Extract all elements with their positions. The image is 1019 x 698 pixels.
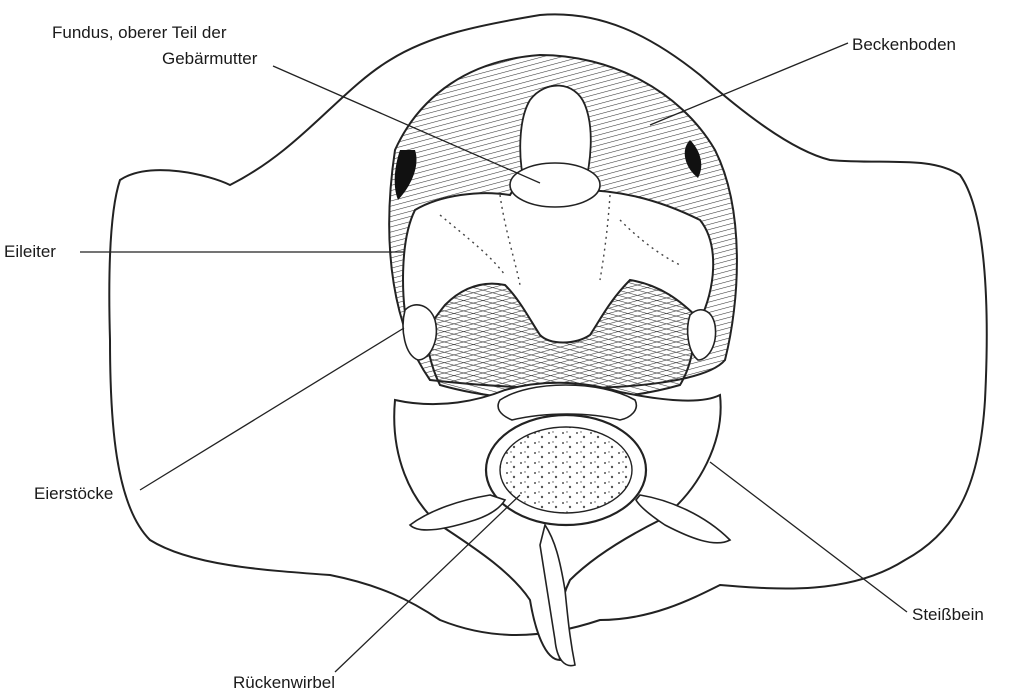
- label-beckenboden: Beckenboden: [852, 34, 956, 56]
- label-eileiter: Eileiter: [4, 241, 56, 263]
- ovary-left: [403, 305, 436, 360]
- label-fundus-line2: Gebärmutter: [162, 48, 257, 70]
- label-steissbein: Steißbein: [912, 604, 984, 626]
- label-rueckenwirbel: Rückenwirbel: [233, 672, 335, 694]
- label-fundus-line1: Fundus, oberer Teil der: [52, 22, 227, 44]
- label-eierstoecke: Eierstöcke: [34, 483, 113, 505]
